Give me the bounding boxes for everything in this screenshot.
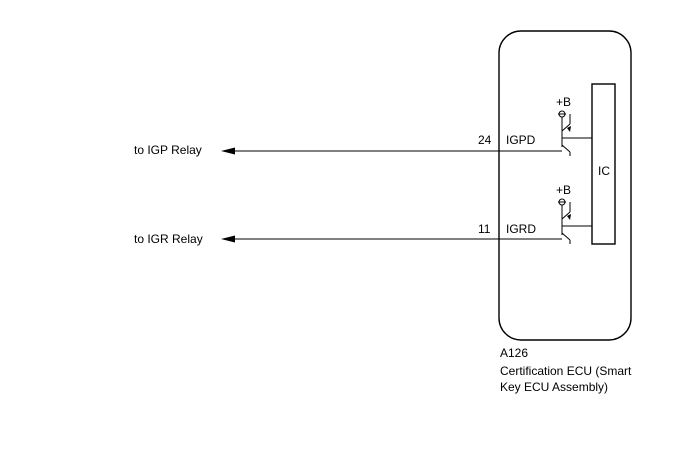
arrow-left-icon [221,147,235,155]
component-name-line1: Certification ECU (Smart [500,364,632,378]
destination-label-igp: to IGP Relay [134,143,202,157]
pin-number-igp: 24 [478,133,492,147]
component-code: A126 [500,346,528,360]
signal-line-igp: to IGP Relay 24 IGPD +B [134,95,592,157]
pin-number-igr: 11 [478,222,491,236]
ecu-enclosure [498,30,632,341]
ic-label: IC [598,164,610,178]
transistor-icon [561,202,592,244]
supply-label-igr: +B [556,183,571,197]
arrow-left-icon [221,235,235,243]
transistor-icon [561,114,592,156]
signal-name-igr: IGRD [506,222,536,236]
destination-label-igr: to IGR Relay [134,232,203,246]
signal-line-igr: to IGR Relay 11 IGRD +B [134,183,592,246]
supply-label-igp: +B [556,95,571,109]
signal-name-igp: IGPD [506,133,536,147]
ic-block [591,83,616,245]
component-name-line2: Key ECU Assembly) [500,380,608,394]
